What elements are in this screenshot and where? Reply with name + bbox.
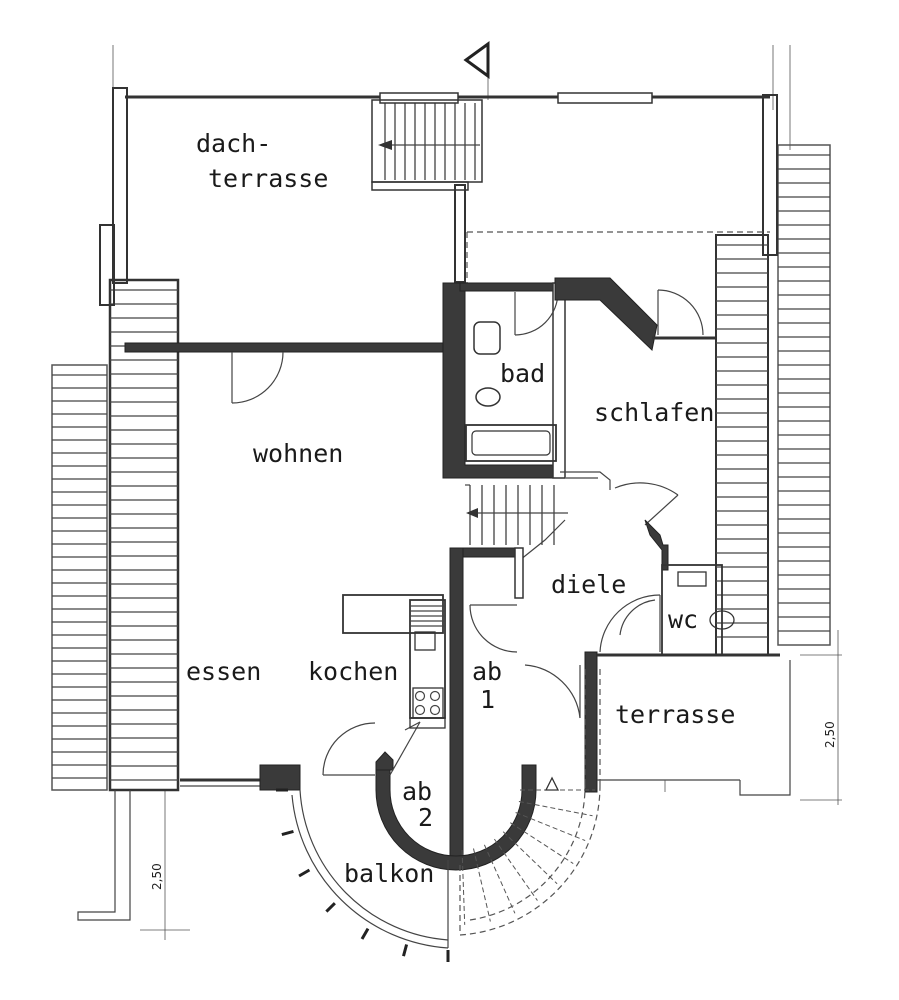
balkon-railing-post bbox=[402, 944, 409, 957]
room-label-balkon: balkon bbox=[344, 859, 434, 888]
room-label-wohnen: wohnen bbox=[253, 439, 343, 468]
diele-lower bbox=[524, 651, 780, 793]
spiral-step-line bbox=[483, 844, 516, 914]
spiral-step-line bbox=[461, 849, 466, 925]
room-label-bad: bad bbox=[500, 359, 545, 388]
window-top-left bbox=[379, 92, 459, 104]
wall-wohnen-top bbox=[124, 342, 448, 353]
door-bad bbox=[514, 291, 559, 336]
bad-walls bbox=[442, 282, 566, 479]
toilet-bad bbox=[473, 321, 501, 355]
terrasse-walls bbox=[597, 660, 791, 796]
balkon-railing-post bbox=[298, 868, 311, 878]
dimension-label-left: 2,50 bbox=[150, 863, 164, 890]
room-label-diele: diele bbox=[551, 570, 626, 599]
door-diele bbox=[614, 482, 679, 571]
wall-ab2-curve bbox=[375, 764, 537, 871]
sink-bad bbox=[475, 387, 501, 407]
room-label-ab1-line1: ab bbox=[472, 657, 502, 686]
balkon bbox=[276, 788, 450, 962]
roof-left-outer bbox=[51, 364, 108, 791]
roof-right-inner bbox=[715, 234, 769, 656]
kitchen bbox=[342, 594, 446, 729]
door-balkon bbox=[322, 722, 376, 776]
room-label-ab2-line1: ab bbox=[402, 777, 432, 806]
spiral-stair bbox=[459, 665, 601, 936]
stair-roof-access bbox=[371, 99, 483, 191]
section-marker-icon bbox=[463, 41, 490, 79]
wall-schlafen-angled bbox=[554, 277, 658, 351]
outer-walls bbox=[77, 87, 778, 921]
balkon-railing-post bbox=[325, 902, 336, 913]
wc-room bbox=[661, 564, 735, 656]
door-ab1 bbox=[469, 604, 518, 653]
main-stair bbox=[465, 484, 568, 561]
room-label-kochen: kochen bbox=[308, 657, 398, 686]
roof-left-inner bbox=[108, 278, 180, 792]
roof-right-outer bbox=[777, 144, 831, 646]
spiral-step-line bbox=[510, 822, 574, 864]
room-label-wc: wc bbox=[668, 605, 698, 634]
spiral-step-line bbox=[502, 831, 558, 885]
room-label-dachterrasse-1: dach- bbox=[196, 129, 271, 158]
spiral-step-line bbox=[473, 848, 491, 922]
room-label-essen: essen bbox=[186, 657, 261, 686]
balkon-railing-post bbox=[360, 927, 370, 940]
door-schlafen bbox=[657, 289, 704, 336]
spiral-step-line bbox=[515, 812, 586, 842]
spiral-step-line bbox=[518, 800, 593, 817]
sink-kitchen bbox=[414, 631, 436, 651]
room-label-ab1-line2: 1 bbox=[480, 685, 495, 714]
room-label-ab2-line2: 2 bbox=[418, 803, 433, 832]
door-wohnen bbox=[231, 351, 284, 404]
room-label-terrasse: terrasse bbox=[615, 700, 735, 729]
balkon-railing-post bbox=[281, 829, 294, 836]
bathtub bbox=[465, 424, 557, 462]
window-top-right bbox=[557, 92, 653, 104]
dimension-label-right: 2,50 bbox=[823, 721, 837, 748]
door-wc bbox=[599, 594, 661, 653]
spiral-step-line bbox=[494, 838, 538, 901]
room-label-dachterrasse-2: terrasse bbox=[208, 164, 328, 193]
room-label-schlafen: schlafen bbox=[594, 398, 714, 427]
door-ab2 bbox=[389, 721, 421, 776]
ab1-walls bbox=[449, 547, 524, 862]
